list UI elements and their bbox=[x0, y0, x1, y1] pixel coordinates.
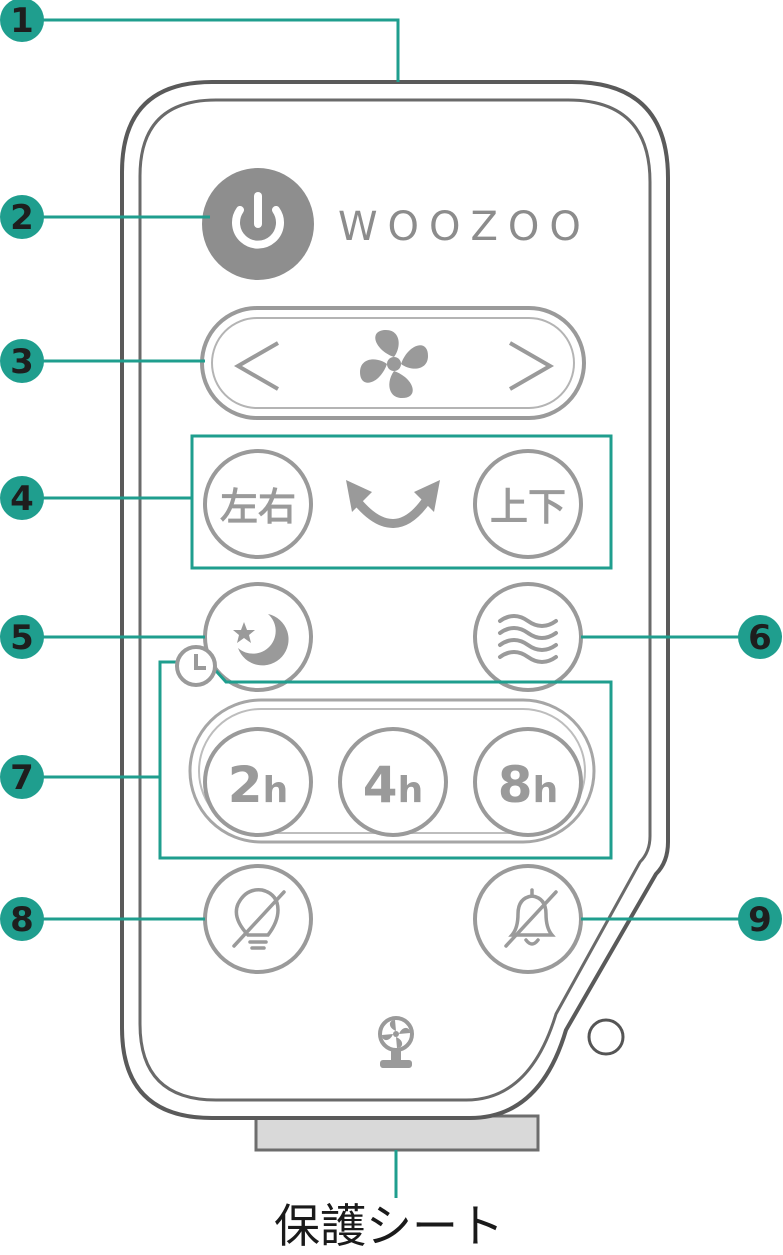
svg-text:2: 2 bbox=[10, 198, 34, 238]
svg-text:3: 3 bbox=[10, 342, 34, 382]
timer-2h-button[interactable]: 2h bbox=[203, 727, 313, 837]
timer-4h-number: 4 bbox=[363, 756, 398, 814]
timer-2h-number: 2 bbox=[228, 756, 263, 814]
bell-off-icon bbox=[504, 888, 558, 948]
fan-icon[interactable] bbox=[360, 330, 428, 398]
swing-left-right-label: 左右 bbox=[220, 485, 296, 529]
swing-left-right-button[interactable]: 左右 bbox=[203, 449, 313, 559]
callout-7: 7 bbox=[0, 755, 44, 799]
timer-8h-unit: h bbox=[533, 770, 559, 811]
power-button[interactable] bbox=[202, 168, 314, 280]
lanyard-hole bbox=[587, 1018, 625, 1056]
moon-star-icon bbox=[233, 614, 289, 666]
svg-text:5: 5 bbox=[10, 618, 34, 658]
callout-2: 2 bbox=[0, 195, 44, 239]
timer-2h-unit: h bbox=[263, 770, 289, 811]
callout-3: 3 bbox=[0, 339, 44, 383]
callout-lines bbox=[42, 18, 742, 1198]
svg-text:9: 9 bbox=[748, 900, 772, 940]
beep-off-button[interactable] bbox=[473, 864, 583, 974]
timer-group-frame bbox=[158, 660, 613, 860]
callout-8: 8 bbox=[0, 897, 44, 941]
callout-1: 1 bbox=[0, 0, 44, 42]
svg-text:8: 8 bbox=[10, 900, 34, 940]
light-off-button[interactable] bbox=[203, 864, 313, 974]
sleep-mode-button[interactable] bbox=[203, 582, 313, 692]
callout-9: 9 bbox=[738, 897, 782, 941]
natural-wind-button[interactable] bbox=[473, 582, 583, 692]
svg-text:6: 6 bbox=[748, 618, 772, 658]
timer-4h-button[interactable]: 4h bbox=[338, 727, 448, 837]
svg-text:1: 1 bbox=[10, 1, 34, 41]
speed-down-button[interactable] bbox=[233, 341, 279, 391]
fan-logo-icon bbox=[378, 1016, 414, 1068]
protective-sheet bbox=[254, 1114, 540, 1152]
swing-up-down-button[interactable]: 上下 bbox=[473, 449, 583, 559]
power-icon bbox=[232, 192, 284, 249]
timer-4h-unit: h bbox=[398, 770, 424, 811]
callout-5: 5 bbox=[0, 615, 44, 659]
protective-sheet-label: 保護シート bbox=[274, 1199, 504, 1253]
swing-group-frame bbox=[190, 434, 613, 570]
timer-8h-button[interactable]: 8h bbox=[473, 727, 583, 837]
svg-text:2h: 2h bbox=[228, 756, 288, 814]
timer-8h-number: 8 bbox=[498, 756, 533, 814]
svg-text:4: 4 bbox=[10, 479, 34, 519]
speed-up-button[interactable] bbox=[509, 341, 555, 391]
swing-up-down-label: 上下 bbox=[490, 485, 566, 529]
wind-waves-icon bbox=[498, 614, 558, 664]
brand-logo: WOOZOO bbox=[338, 204, 591, 250]
svg-text:4h: 4h bbox=[363, 756, 423, 814]
callout-4: 4 bbox=[0, 476, 44, 520]
swing-arrow-icon bbox=[346, 480, 440, 528]
svg-text:8h: 8h bbox=[498, 756, 558, 814]
clock-icon bbox=[175, 645, 217, 687]
svg-text:7: 7 bbox=[10, 758, 34, 798]
callout-6: 6 bbox=[738, 615, 782, 659]
light-off-icon bbox=[232, 888, 286, 950]
